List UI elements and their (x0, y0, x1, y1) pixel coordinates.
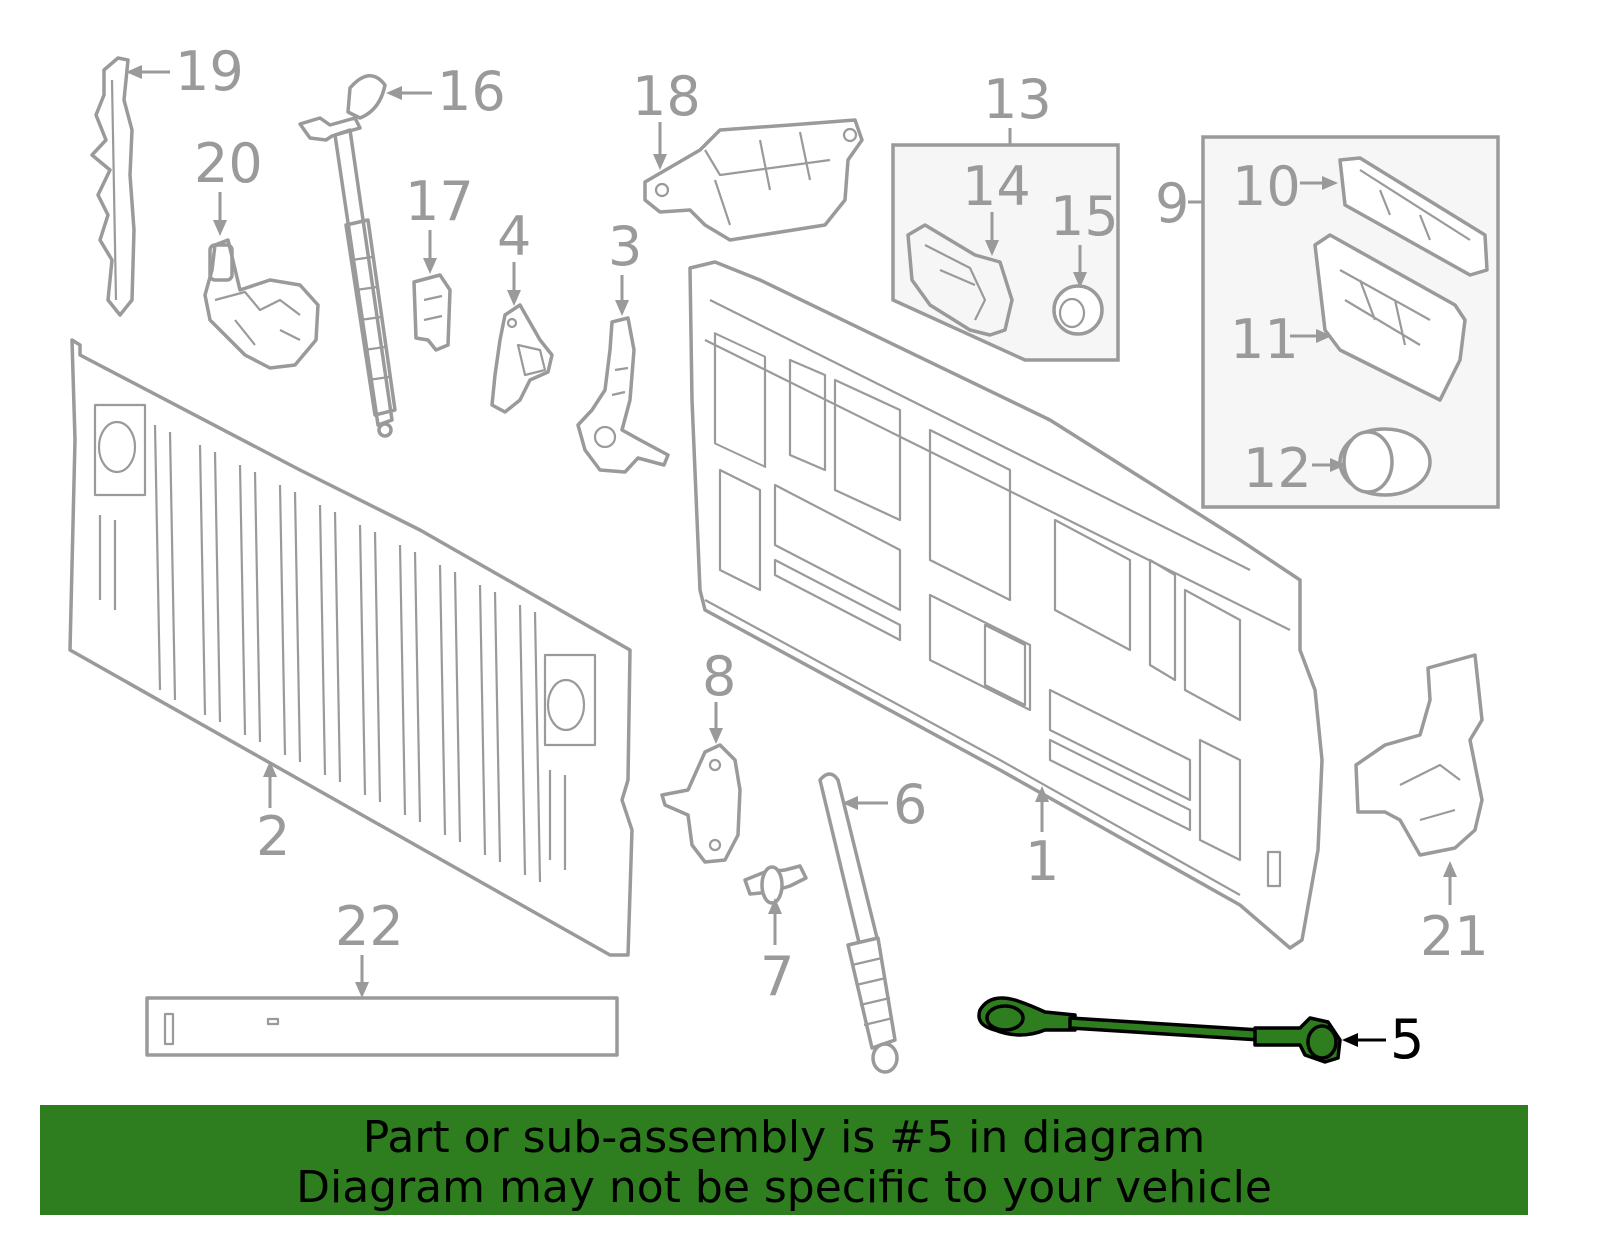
callout-6: 6 (893, 773, 927, 836)
callout-9: 9 (1155, 172, 1189, 235)
banner-line-2: Diagram may not be specific to your vehi… (296, 1162, 1272, 1213)
callout-11: 11 (1230, 308, 1299, 371)
callout-1: 1 (1025, 830, 1059, 893)
callout-20: 20 (194, 132, 263, 195)
part-20-actuator (203, 238, 320, 370)
callout-7: 7 (760, 945, 794, 1008)
callout-10: 10 (1232, 155, 1301, 218)
callout-16: 16 (437, 60, 506, 123)
part-5-cable-highlighted (977, 996, 1342, 1064)
callout-5: 5 (1390, 1008, 1424, 1071)
banner-line-1: Part or sub-assembly is #5 in diagram (362, 1112, 1206, 1163)
callout-12: 12 (1243, 437, 1312, 500)
callout-2: 2 (256, 805, 290, 868)
part-22-label (145, 996, 619, 1057)
part-2-outer-panel (68, 338, 634, 957)
part-17-bracket (412, 273, 452, 352)
callout-4: 4 (497, 205, 531, 268)
part-16-strut (298, 74, 397, 438)
part-19-bracket (90, 56, 136, 317)
callout-3: 3 (608, 215, 642, 278)
info-banner: Part or sub-assembly is #5 in diagram Di… (40, 1105, 1528, 1215)
group-box-9 (1201, 135, 1500, 509)
callout-17: 17 (405, 170, 474, 233)
part-1-inner-panel (688, 260, 1324, 950)
part-7-pin (743, 864, 808, 905)
part-3-hinge-arm (576, 316, 670, 474)
callout-19: 19 (175, 40, 244, 103)
leader-lines (126, 65, 1457, 1047)
callout-8: 8 (702, 645, 736, 708)
part-8-bracket (660, 743, 742, 864)
callout-14: 14 (962, 155, 1031, 218)
group-box-13 (891, 143, 1120, 362)
callout-21: 21 (1420, 905, 1489, 968)
part-18-handle (643, 118, 864, 242)
part-6-strut (818, 772, 899, 1074)
part-21-bracket (1354, 653, 1484, 857)
callout-13: 13 (983, 68, 1052, 131)
callout-18: 18 (632, 65, 701, 128)
callout-15: 15 (1050, 185, 1119, 248)
callout-numbers: 19 16 20 17 4 3 18 13 14 15 9 10 11 12 2… (175, 40, 1489, 1071)
callout-22: 22 (335, 895, 404, 958)
part-4-hinge (490, 303, 554, 414)
